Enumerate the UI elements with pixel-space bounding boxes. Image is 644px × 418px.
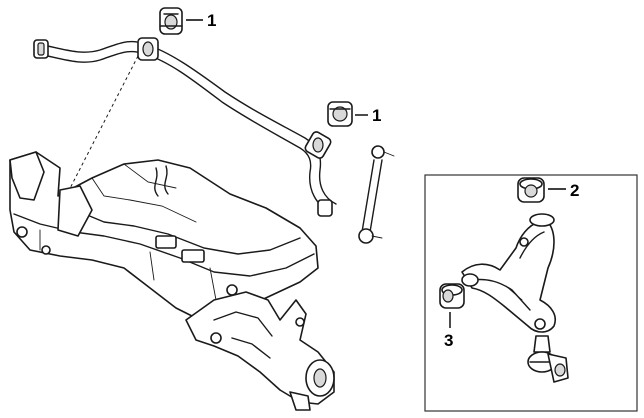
control-arm-front-bushing-icon bbox=[439, 283, 465, 309]
alignment-dashed-line bbox=[63, 55, 139, 201]
stabilizer-bushing-upper-icon bbox=[159, 7, 183, 35]
control-arm-rear-bushing-icon bbox=[517, 177, 545, 203]
callout-label-2: 2 bbox=[570, 181, 579, 200]
stabilizer-bushing-lower-icon bbox=[327, 101, 353, 127]
stabilizer-bar bbox=[33, 37, 337, 217]
control-arm-front-bushing-callout: 3 bbox=[439, 283, 465, 350]
stabilizer-link bbox=[358, 145, 395, 244]
control-arm-rear-bushing-callout: 2 bbox=[517, 177, 579, 203]
stabilizer-bushing-upper-callout: 1 bbox=[159, 7, 216, 35]
callout-label-1b: 1 bbox=[372, 106, 381, 125]
inset-frame bbox=[424, 174, 638, 412]
stabilizer-bushing-lower-callout: 1 bbox=[327, 101, 381, 127]
callout-label-3: 3 bbox=[444, 331, 453, 350]
callout-label-1a: 1 bbox=[207, 11, 216, 30]
lower-control-arm bbox=[461, 213, 569, 383]
knuckle-assembly bbox=[185, 291, 335, 411]
front-subframe bbox=[9, 151, 319, 321]
